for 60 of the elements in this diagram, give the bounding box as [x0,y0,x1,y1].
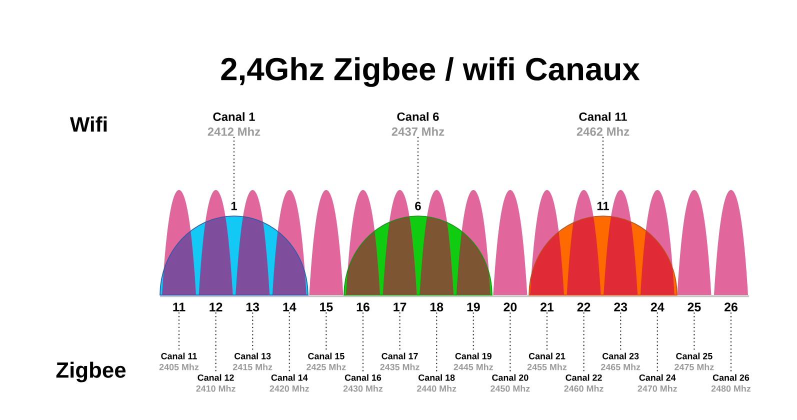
channel-number: 24 [650,302,664,312]
channel-label: Canal 23 2465 Mhz [600,352,640,370]
channel-number: 18 [430,302,444,312]
leader-line [252,312,254,352]
leader-line [288,312,290,374]
leader-line [215,312,216,374]
leader-line [436,312,438,374]
channel-number: 20 [504,302,517,312]
channel-label: Canal 1 2412 Mhz [208,112,260,136]
channel-number: 26 [724,302,738,312]
channel-label: Canal 15 2425 Mhz [306,352,346,370]
channel-label: Canal 16 2430 Mhz [343,374,383,392]
channel-number: 13 [246,302,260,312]
leader-line [730,312,732,374]
leader-line [656,312,658,374]
section-label: Zigbee [56,362,126,382]
channel-number: 11 [597,202,609,210]
leader-line [233,136,235,201]
channel-label: Canal 19 2445 Mhz [454,352,493,370]
channel-number: 14 [283,302,296,312]
leader-line [362,312,364,374]
channel-label: Canal 6 2437 Mhz [392,112,444,136]
channel-label: Canal 14 2420 Mhz [270,374,309,392]
channel-number: 1 [231,202,237,210]
channel-number: 25 [688,302,701,312]
leader-line [602,136,604,201]
channel-label: Canal 13 2415 Mhz [232,352,272,370]
channel-label: Canal 20 2450 Mhz [490,374,530,392]
channel-label: Canal 26 2480 Mhz [711,374,751,392]
channel-label: Canal 11 2405 Mhz [159,352,199,370]
channel-number: 17 [394,302,406,312]
leader-line [178,312,180,352]
channel-number: 19 [467,302,480,312]
channel-number: 6 [415,202,421,210]
channel-number: 23 [614,302,628,312]
channel-label: Canal 25 2475 Mhz [674,352,714,370]
leader-line [620,312,622,352]
channel-number: 16 [356,302,370,312]
channel-number: 22 [577,302,590,312]
channel-label: Canal 12 2410 Mhz [196,374,236,392]
leader-line [417,136,419,201]
channel-number: 21 [540,302,554,312]
channel-label: Canal 21 2455 Mhz [527,352,567,370]
channel-number: 15 [320,302,333,312]
leader-line [326,312,327,352]
channel-label: Canal 17 2435 Mhz [380,352,420,370]
channel-label: Canal 18 2440 Mhz [416,374,456,392]
leader-line [694,312,695,352]
channel-label: Canal 22 2460 Mhz [564,374,604,392]
section-label: Wifi [70,116,107,132]
leader-line [510,312,511,374]
title: 2,4Ghz Zigbee / wifi Canaux [221,57,640,87]
leader-line [583,312,584,374]
leader-line [546,312,548,352]
leader-line [472,312,474,352]
channel-number: 11 [173,302,186,312]
leader-line [399,312,400,352]
channel-number: 12 [210,302,222,312]
channel-label: Canal 24 2470 Mhz [638,374,677,392]
channel-label: Canal 11 2462 Mhz [576,112,630,136]
